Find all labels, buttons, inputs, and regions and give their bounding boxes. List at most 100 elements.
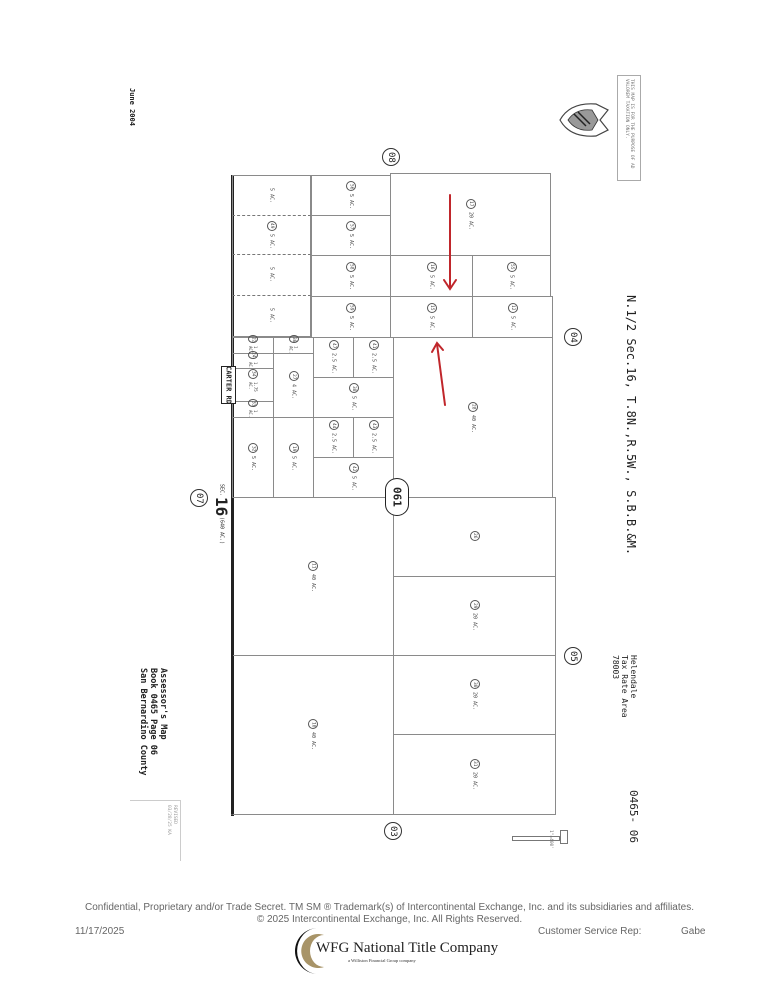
- assessor-label: Assessor's Map Book 0465 Page 06 San Ber…: [138, 668, 168, 775]
- parcel-number: 49: [266, 220, 277, 231]
- parcel[interactable]: 44 2.5 AC.: [313, 417, 354, 458]
- parcel[interactable]: 31 20 AC.: [393, 734, 556, 815]
- road-name: CARTER RD: [224, 366, 233, 404]
- parcel-acreage: 1 AC.: [248, 361, 258, 370]
- map-title: N.1/2 Sec.16, T.8N.,R.5W., S.B.B.&M.: [624, 295, 638, 556]
- parcel-acreage: 1 AC.: [288, 346, 299, 354]
- parcel-acreage: 1 AC.: [248, 346, 258, 354]
- logo-crescent-icon: [295, 928, 324, 974]
- parcel-number: 32: [248, 443, 258, 454]
- parcel-number: 59: [346, 302, 356, 313]
- parcel-acreage: 20 AC.: [471, 692, 478, 711]
- parcel-number: 58: [346, 261, 356, 272]
- parcel-number: 30: [469, 679, 480, 690]
- parcel-number: 16: [426, 261, 437, 272]
- parcel-label: 16 5 AC.: [426, 261, 437, 291]
- revised-box: REVISED 03/28/25 KA: [130, 800, 181, 861]
- parcel-acreage: 20 AC.: [471, 613, 478, 632]
- parcel[interactable]: 59 5 AC.: [311, 296, 391, 338]
- section-acres: (640 AC.): [218, 517, 225, 545]
- county-name: San Bernardino County: [138, 668, 148, 776]
- parcel-label: 59 5 AC.: [346, 302, 356, 332]
- book-page-number: 061: [390, 487, 404, 507]
- parcel-number: 10: [308, 719, 318, 730]
- parcel-label: 12 5 AC.: [507, 302, 518, 332]
- parcel[interactable]: 30 20 AC.: [393, 655, 556, 735]
- adjacent-map-right-bottom[interactable]: 05: [564, 647, 582, 665]
- adjacent-map-left[interactable]: 07: [190, 489, 208, 507]
- parcel-number: 38: [348, 383, 359, 394]
- road-label-box: CARTER RD: [221, 366, 236, 404]
- company-logo: WFG National Title Company a Williston F…: [288, 925, 498, 977]
- tax-rate-area: Helendale Tax Rate Area 78003: [611, 655, 638, 718]
- parcel-acreage: 5 AC.: [348, 315, 354, 332]
- parcel-acreage: 2.5 AC.: [370, 353, 377, 375]
- adjacent-map-bottom[interactable]: 03: [384, 822, 402, 840]
- parcel-number: 12: [507, 302, 518, 313]
- parcel-acreage: 20 AC.: [471, 771, 478, 791]
- parcel-acreage: 5 AC.: [350, 476, 357, 492]
- parcel[interactable]: 5 AC.: [232, 175, 311, 216]
- parcel[interactable]: 12 5 AC.: [472, 296, 553, 338]
- parcel-number: 44: [328, 420, 339, 431]
- parcel-acreage: 40 AC.: [310, 732, 316, 751]
- notice-text: THIS MAP IS FOR THE PURPOSE OF AD VALORE…: [624, 79, 634, 169]
- parcel-number: 26: [469, 530, 480, 541]
- parcel-acreage: 2.5 AC.: [330, 433, 337, 455]
- parcel-acreage: 5 AC.: [268, 267, 275, 283]
- parcel[interactable]: 5 AC.: [232, 255, 311, 296]
- parcel-number: 47: [328, 340, 339, 351]
- logo-name: WFG National Title Company: [316, 940, 499, 956]
- parcel-acreage: 5 AC.: [509, 315, 516, 332]
- parcel-acreage: 5 AC.: [428, 274, 435, 291]
- print-date: 11/17/2025: [75, 926, 125, 937]
- parcel[interactable]: 16 5 AC.: [390, 255, 473, 297]
- area-code: 78003: [611, 655, 620, 680]
- parcel[interactable]: 5 AC.: [232, 296, 311, 337]
- book-page-hexagon: 061: [385, 478, 409, 516]
- revised-label: REVISED: [172, 805, 177, 824]
- section-number: 16: [212, 497, 231, 517]
- confidential-notice: Confidential, Proprietary and/or Trade S…: [85, 902, 694, 913]
- parcel[interactable]: 10 40 AC.: [233, 655, 394, 815]
- parcel-number: 31: [469, 758, 480, 769]
- parcel[interactable]: 26: [393, 497, 556, 577]
- adjacent-map-right-top[interactable]: 04: [564, 328, 582, 346]
- rep-name: Gabe: [681, 926, 706, 937]
- adjacent-map-top[interactable]: 08: [382, 148, 400, 166]
- rep-label: Customer Service Rep:: [538, 926, 642, 937]
- county-seal-icon: [559, 103, 609, 137]
- parcel-acreage: 5 AC.: [348, 234, 354, 250]
- map-number: 0465- 06: [627, 790, 640, 843]
- parcel-label: 26: [469, 530, 480, 544]
